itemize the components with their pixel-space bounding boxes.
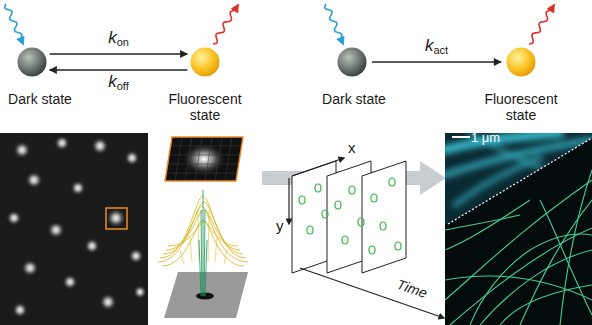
state-label: Fluorescent state	[473, 91, 569, 123]
light-arrow	[325, 4, 343, 44]
rate-constant: kon	[106, 29, 131, 51]
rate-constant: kact	[423, 37, 450, 59]
light-arrow	[5, 4, 23, 44]
scale-label: 1 μm	[471, 130, 500, 146]
fluorescent-state: Fluorescent state	[157, 47, 253, 123]
state-sphere	[337, 47, 367, 77]
rate-constant: koff	[106, 73, 131, 95]
rate-arrow	[50, 69, 188, 70]
state-sphere	[17, 47, 47, 77]
rate-arrow	[372, 61, 501, 62]
state-sphere	[506, 47, 536, 77]
rate-arrow	[50, 53, 188, 54]
axis-label: x	[348, 140, 356, 156]
state-label: Fluorescent state	[157, 91, 253, 123]
state-sphere	[190, 47, 220, 77]
state-label: Dark state	[8, 91, 72, 107]
axis-label: Time	[395, 276, 430, 301]
axis-label: y	[276, 218, 284, 234]
light-arrow	[213, 5, 238, 44]
fluorescent-state: Fluorescent state	[473, 47, 569, 123]
dark-state: Dark state	[0, 47, 80, 107]
dark-state: Dark state	[314, 47, 394, 107]
state-label: Dark state	[322, 91, 386, 107]
light-arrow	[529, 5, 554, 44]
